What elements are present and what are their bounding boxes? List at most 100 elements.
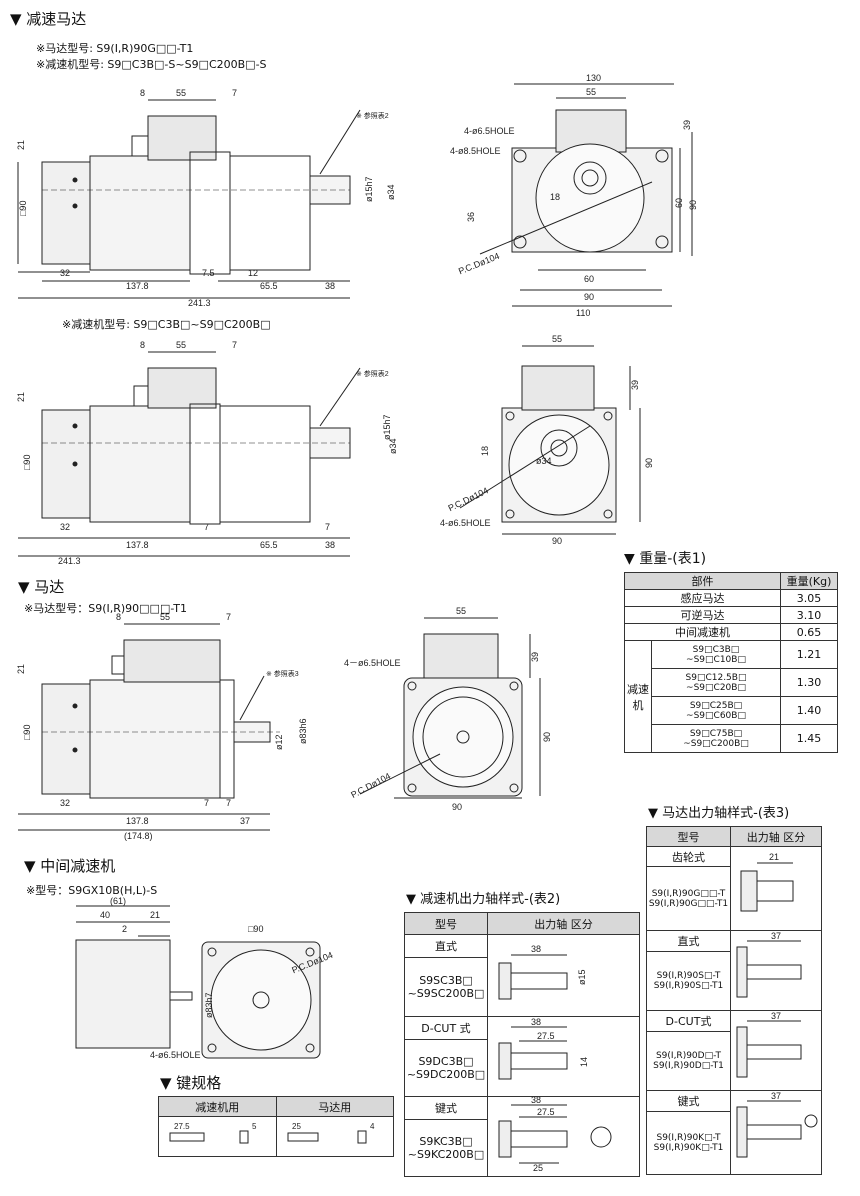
- dim-39: 39: [530, 652, 540, 662]
- dim-8: 8: [140, 340, 145, 350]
- dim-sq90: □90: [248, 924, 263, 934]
- motor-shaft-model-1: S9(I,R)90G□□-T: [651, 888, 726, 899]
- dim-130: 130: [586, 73, 601, 83]
- reducer-straight-dim: 38: [531, 944, 541, 954]
- dim-32: 32: [60, 522, 70, 532]
- straight-shaft-drawing: 37: [736, 931, 802, 998]
- weight-row-name: 中间减速机: [624, 623, 781, 641]
- dim-60: 60: [674, 198, 684, 208]
- dim-sq90: □90: [22, 725, 32, 740]
- reducer-model-text-2: ※减速机型号: S9□C3B□~S9□C200B□: [62, 318, 271, 331]
- ref-table2-note: ※ 参照表2: [356, 369, 389, 378]
- reducer-key-width: 5: [252, 1122, 257, 1131]
- motor-shaft-table-title: ▼ 马达出力轴样式-(表3): [648, 806, 790, 821]
- pcd-label: P.C.Dø104: [457, 251, 501, 277]
- motor-shaft-header-model: 型号: [646, 826, 731, 847]
- middle-reducer-drawing: (61) 40 21 2 □90 P.C.Dø104 ø83h7 4-ø6.5H…: [75, 896, 334, 1060]
- dim-137-8: 137.8: [126, 281, 149, 291]
- hole-8-5-label: 4-ø8.5HOLE: [450, 146, 501, 156]
- dim-55: 55: [552, 334, 562, 344]
- dim-32: 32: [60, 798, 70, 808]
- weight-group-model-b: ~S9□C200B□: [683, 738, 749, 749]
- weight-group-value: 1.21: [780, 640, 838, 669]
- reducer-shaft-model-1: S9SC3B□: [419, 974, 473, 988]
- hole-6-5-label: 4-ø6.5HOLE: [464, 126, 515, 136]
- reducer-shaft-type: D-CUT 式: [404, 1015, 488, 1041]
- hole-label: 4-ø6.5HOLE: [150, 1050, 201, 1060]
- hole-label: 4－ø6.5HOLE: [344, 658, 401, 668]
- dim-38: 38: [325, 281, 335, 291]
- dim-37: 37: [240, 816, 250, 826]
- dim-21: 21: [16, 140, 26, 150]
- dim-8: 8: [116, 612, 121, 622]
- weight-group-model-a: S9□C25B□: [689, 700, 743, 711]
- weight-table-title: ▼ 重量-(表1): [624, 551, 707, 567]
- motor-key-width: 4: [370, 1122, 375, 1131]
- reducer-flange-front-drawing: 130 55 39 4-ø6.5HOLE 4-ø8.5HOLE 18 36 60…: [450, 73, 698, 318]
- dim-phi83: ø83h7: [204, 992, 214, 1018]
- key-shaft-dim: 37: [771, 1091, 781, 1101]
- dim-90: 90: [688, 200, 698, 210]
- dim-32: 32: [60, 268, 70, 278]
- weight-group-model-a: S9□C75B□: [689, 728, 743, 739]
- reducer-shaft-model-1: S9KC3B□: [419, 1134, 473, 1148]
- reducer-shaft-model-2: ~S9DC200B□: [406, 1068, 486, 1082]
- motor-shaft-type: 键式: [646, 1090, 731, 1112]
- reducer-model-text: ※减速机型号: S9□C3B□-S~S9□C200B□-S: [36, 58, 267, 71]
- reducer-key-dim: 38: [531, 1097, 541, 1105]
- motor-shaft-type: 直式: [646, 929, 731, 953]
- dim-241-3: 241.3: [188, 298, 211, 308]
- dim-7: 7: [226, 612, 231, 622]
- dim-21: 21: [16, 664, 26, 674]
- reducer-shaft-type: 直式: [404, 933, 488, 959]
- dim-phi12: ø12: [274, 734, 284, 750]
- dim-60-bottom: 60: [584, 274, 594, 284]
- dim-55: 55: [456, 606, 466, 616]
- dim-39: 39: [630, 380, 640, 390]
- dim-phi15: ø15h7: [382, 414, 392, 440]
- dim-7-5: 7.5: [202, 268, 215, 278]
- reducer-dcut-dim: 38: [531, 1017, 541, 1027]
- weight-row-value: 3.05: [780, 589, 838, 607]
- dim-2: 2: [122, 924, 127, 934]
- dim-7-shaft: 7: [325, 522, 330, 532]
- weight-group-value: 1.45: [780, 724, 838, 753]
- motor-side-drawing: 8 55 7 21 □90 32 7 7 137.8 37 (174.8) ø1…: [16, 612, 308, 841]
- pcd-label: P.C.Dø104: [447, 485, 490, 513]
- motor-shaft-model-2: S9(I,R)90S□-T1: [653, 981, 724, 992]
- dim-174-8: (174.8): [124, 831, 153, 841]
- reducer-shaft-type: 键式: [404, 1096, 488, 1120]
- dim-40: 40: [100, 910, 110, 920]
- motor-shaft-type: 齿轮式: [646, 845, 731, 868]
- reducer-motor-side-drawing: 8 55 7 21 □90 32 137.8 7.5 12 65.5 38 24…: [16, 88, 396, 308]
- reducer-key-length: 27.5: [174, 1122, 190, 1131]
- gear-shaft-drawing: 21: [740, 852, 794, 912]
- dim-90-bottom: 90: [452, 802, 462, 812]
- dim-7: 7: [232, 340, 237, 350]
- reducer-shaft-model-2: ~S9KC200B□: [407, 1147, 485, 1161]
- dim-sq90: □90: [18, 201, 28, 216]
- dim-65-5: 65.5: [260, 540, 278, 550]
- weight-group-model-a: S9□C3B□: [692, 644, 740, 655]
- dim-21: 21: [150, 910, 160, 920]
- dim-137-8: 137.8: [126, 540, 149, 550]
- motor-key-length: 25: [292, 1122, 301, 1131]
- weight-row-value: 0.65: [780, 623, 838, 641]
- motor-key-drawing: 25 4: [287, 1122, 375, 1144]
- dim-7: 7: [232, 88, 237, 98]
- reducer-shaft-header-model: 型号: [404, 912, 488, 935]
- motor-shaft-model-1: S9(I,R)90K□-T: [656, 1133, 721, 1143]
- motor-shaft-model-2: S9(I,R)90K□-T1: [653, 1143, 724, 1153]
- ref-table2-note: ※ 参照表2: [356, 111, 389, 120]
- dim-7: 7: [204, 798, 209, 808]
- dim-241-3: 241.3: [58, 556, 81, 566]
- reducer-square-front-drawing: 55 39 18 90 90 ø34 4-ø6.5HOLE P.C.Dø104: [440, 334, 654, 544]
- dim-phi34: ø34: [388, 438, 398, 454]
- dim-phi34: ø34: [536, 456, 552, 466]
